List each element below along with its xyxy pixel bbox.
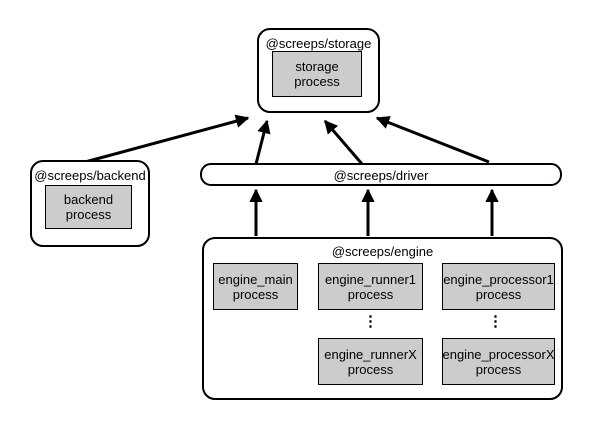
node-storage-title: @screeps/storage — [265, 36, 372, 51]
node-engine-title: @screeps/engine — [331, 244, 434, 259]
process-box-storage-label-line2: process — [294, 74, 340, 89]
process-box-engine-runner1-label-line2: process — [347, 286, 394, 302]
process-box-engine-processorX: engine_processorX process — [442, 338, 555, 385]
arrow-driver-to-storage-right — [375, 116, 490, 164]
process-box-engine-processor1-label-line2: process — [475, 286, 522, 302]
ellipsis-runner-column: ⋮ — [363, 313, 378, 330]
process-box-backend-label-line1: backend — [63, 192, 114, 207]
process-box-backend: backend process — [45, 185, 132, 229]
process-box-engine-processor1-label-line1: engine_processor1 — [443, 271, 554, 287]
process-box-engine-runnerX-label-line1: engine_runnerX — [324, 346, 417, 362]
node-driver: @screeps/driver — [200, 163, 562, 186]
arrow-backend-to-storage — [84, 114, 250, 164]
arrow-driver-to-storage-left — [254, 119, 271, 165]
node-driver-title: @screeps/driver — [333, 168, 429, 183]
process-box-engine-main-label-line1: engine_main — [218, 271, 293, 287]
process-box-engine-processorX-label-line2: process — [475, 361, 522, 377]
process-box-engine-main: engine_main process — [213, 263, 298, 310]
process-box-backend-label-line2: process — [65, 207, 112, 222]
process-box-engine-processor1: engine_processor1 process — [442, 263, 555, 310]
process-box-engine-runnerX: engine_runnerX process — [318, 338, 423, 385]
process-box-engine-processorX-label-line1: engine_processorX — [442, 346, 555, 362]
node-backend-title: @screeps/backend — [34, 168, 146, 183]
process-box-engine-runner1: engine_runner1 process — [318, 263, 423, 310]
process-box-engine-main-label-line2: process — [232, 286, 279, 302]
process-box-engine-runner1-label-line1: engine_runner1 — [324, 271, 417, 287]
arrow-driver-to-storage-middle — [323, 119, 364, 165]
process-box-storage-label-line1: storage — [295, 59, 339, 74]
process-box-engine-runnerX-label-line2: process — [347, 361, 394, 377]
process-box-storage: storage process — [272, 51, 362, 97]
ellipsis-processor-column: ⋮ — [488, 313, 503, 330]
